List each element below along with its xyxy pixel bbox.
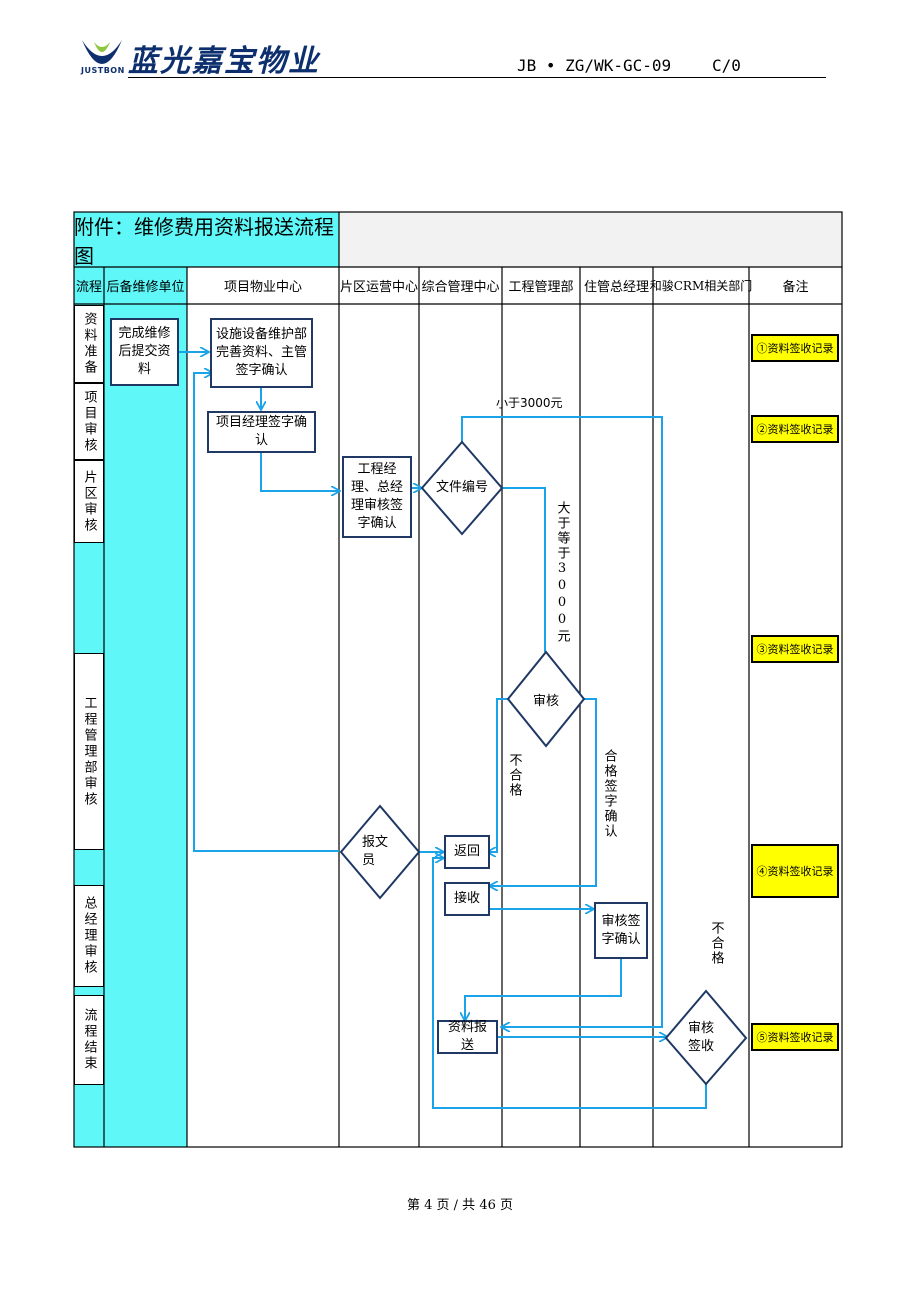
record-2: ②资料签收记录 xyxy=(751,415,839,443)
diamond-crm-review xyxy=(664,989,748,1086)
label-fail-1: 不合格 xyxy=(506,752,522,798)
node-gm-sign: 审核签字确认 xyxy=(594,902,648,959)
diamond-file-no xyxy=(420,440,504,536)
justbon-logo xyxy=(82,40,122,64)
diamond-review xyxy=(506,650,586,748)
diamond-clerk xyxy=(339,804,421,900)
node-receive: 接收 xyxy=(444,882,490,916)
record-5: ⑤资料签收记录 xyxy=(751,1023,839,1051)
title-right-bg xyxy=(339,212,842,267)
title-bg xyxy=(74,212,339,267)
record-4: ④资料签收记录 xyxy=(751,844,839,898)
col-header-general-manager: 住管总经理 xyxy=(583,280,649,295)
col-header-engineering-dept: 工程管理部 xyxy=(508,280,574,295)
label-pass-sign: 合格签字确认 xyxy=(601,749,617,839)
label-ge-3000: 大于等于3000元 xyxy=(554,500,570,644)
chart-title: 附件：维修费用资料报送流程图 xyxy=(74,214,334,268)
doc-code: JB • ZG/WK-GC-09 xyxy=(517,56,672,75)
stage-engineering-review: 工程管理部审核 xyxy=(74,653,104,850)
col-header-crm: 和骏CRM相关部门 xyxy=(649,279,753,293)
col-header-maintenance-unit: 后备维修单位 xyxy=(106,280,185,295)
node-facility-complete: 设施设备维护部完善资料、主管签字确认 xyxy=(210,318,313,388)
col-header-process: 流程 xyxy=(75,280,102,295)
page-footer: 第 4 页 / 共 46 页 xyxy=(407,1198,513,1213)
header-rule xyxy=(128,77,826,78)
node-send-materials: 资料报送 xyxy=(437,1020,498,1054)
node-pm-sign: 项目经理签字确认 xyxy=(207,411,316,453)
node-review: 审核 xyxy=(532,693,559,709)
record-1: ①资料签收记录 xyxy=(751,334,839,362)
col-header-admin-center: 综合管理中心 xyxy=(421,280,500,295)
node-clerk: 报文员 xyxy=(362,835,389,868)
node-file-no: 文件编号 xyxy=(436,480,489,495)
node-return: 返回 xyxy=(444,835,490,869)
stage-region-review: 片区审核 xyxy=(74,460,104,543)
stage-end: 流程结束 xyxy=(74,995,104,1085)
header-cyan-bg xyxy=(74,267,187,304)
stage-project-review: 项目审核 xyxy=(74,383,104,460)
label-less-than-3000: 小于3000元 xyxy=(496,396,563,410)
col-header-project-center: 项目物业中心 xyxy=(223,280,302,295)
brand-name: 蓝光嘉宝物业 xyxy=(128,44,320,79)
col-header-notes: 备注 xyxy=(782,280,809,295)
stage-prepare: 资料准备 xyxy=(74,305,104,383)
logo-text: JUSTBON xyxy=(81,66,125,75)
record-3: ③资料签收记录 xyxy=(751,635,839,663)
col-header-region-center: 片区运营中心 xyxy=(339,280,418,295)
stage-gm-review: 总经理审核 xyxy=(74,885,104,987)
node-region-sign: 工程经理、总经理审核签字确认 xyxy=(342,456,412,538)
node-submit-materials: 完成维修后提交资料 xyxy=(110,318,179,386)
revision: C/0 xyxy=(712,56,741,75)
label-fail-2: 不合格 xyxy=(708,920,724,966)
node-crm-review: 审核签收 xyxy=(688,1021,715,1054)
